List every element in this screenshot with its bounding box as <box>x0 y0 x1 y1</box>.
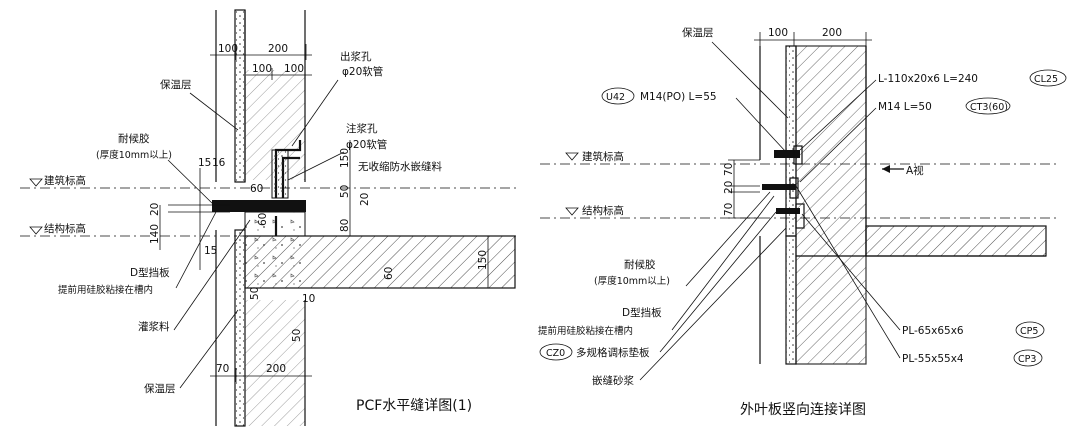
angle1-tag: CL25 <box>1034 74 1058 85</box>
dim-50c: 50 <box>291 329 303 342</box>
right-top-dimensions: 100 200 <box>754 27 872 46</box>
right-d-plate-note: 提前用硅胶粘接在槽内 <box>538 325 633 337</box>
non-shrink-label: 无收缩防水嵌缝料 <box>358 160 442 173</box>
left-side-dimensions: 15 16 20 140 15 <box>149 157 230 270</box>
inject-hole-label: 注浆孔 <box>346 122 378 135</box>
dim-20: 20 <box>149 203 161 216</box>
plate2-tag: CP3 <box>1018 354 1036 365</box>
dim-15b: 15 <box>204 245 217 257</box>
left-annotations: 保温层 出浆孔 φ20软管 注浆孔 φ20软管 无收缩防水嵌缝料 耐候胶 (厚度… <box>58 50 442 395</box>
view-a-marker: A视 <box>882 164 924 177</box>
dim-bot-70: 70 <box>216 363 229 375</box>
left-sealant-note: (厚度10mm以上) <box>96 149 172 161</box>
left-sealant-label: 耐候胶 <box>118 132 150 145</box>
left-d-plate-note: 提前用硅胶粘接在槽内 <box>58 284 153 296</box>
left-upper-wall <box>215 9 306 183</box>
right-level-lines: 建筑标高 结构标高 <box>540 150 1060 219</box>
grout-label: 灌浆料 <box>138 320 170 333</box>
inject-hole-spec: φ20软管 <box>346 138 387 151</box>
left-insulation-bottom-label: 保温层 <box>144 382 176 395</box>
dim-top-100: 100 <box>218 43 238 55</box>
dim-60b: 60 <box>257 213 269 226</box>
right-sealant-label: 耐候胶 <box>624 258 656 271</box>
right-insulation-label: 保温层 <box>682 26 714 39</box>
left-grout-joint <box>212 140 306 237</box>
bolt1-label: M14(PO) L=55 <box>640 91 717 103</box>
shim-tag: CZ0 <box>546 348 565 359</box>
right-detail: 100 200 <box>538 26 1067 418</box>
left-lower-wall <box>215 229 306 427</box>
bolt2-label: M14 L=50 <box>878 101 932 113</box>
right-d-plate-label: D型挡板 <box>622 306 662 319</box>
right-sealant-note: (厚度10mm以上) <box>594 275 670 287</box>
plate1-label: PL-65x65x6 <box>902 325 964 337</box>
dim-15a: 15 <box>198 157 211 169</box>
angle1-label: L-110x20x6 L=240 <box>878 73 978 85</box>
right-dim-70b: 70 <box>723 203 735 216</box>
dim-60a: 60 <box>250 183 263 195</box>
right-struct-level-label: 结构标高 <box>582 204 624 217</box>
left-detail: 100 200 100 100 <box>20 9 520 427</box>
left-title: PCF水平缝详图(1) <box>356 398 472 414</box>
right-dim-top-200: 200 <box>822 27 842 39</box>
left-arch-level-label: 建筑标高 <box>44 174 86 187</box>
plate1-tag: CP5 <box>1020 326 1038 337</box>
grout-hole-spec: φ20软管 <box>342 65 383 78</box>
bolt1-tag: U42 <box>606 92 625 103</box>
dim-10: 10 <box>302 293 315 305</box>
left-bottom-dimensions: 70 200 <box>210 363 312 382</box>
dim-50b: 50 <box>249 287 261 300</box>
right-dim-20: 20 <box>723 181 735 194</box>
dim-bot-200: 200 <box>266 363 286 375</box>
dim-top-200: 200 <box>268 43 288 55</box>
dim-16: 16 <box>212 157 226 169</box>
view-a-label: A视 <box>906 164 924 177</box>
right-wall-lower <box>759 235 867 365</box>
left-level-lines: 建筑标高 结构标高 <box>20 174 520 237</box>
left-d-plate-label: D型挡板 <box>130 266 170 279</box>
right-dim-70a: 70 <box>723 163 735 176</box>
right-arch-level-label: 建筑标高 <box>582 150 624 163</box>
right-dim-top-100: 100 <box>768 27 788 39</box>
left-struct-level-label: 结构标高 <box>44 222 86 235</box>
left-right-dimensions: 150 50 20 80 60 60 150 60 50 10 50 <box>249 140 489 342</box>
shim-label: 多规格调标垫板 <box>576 346 650 359</box>
left-insulation-top-label: 保温层 <box>160 78 192 91</box>
bolt2-tag: CT3(60) <box>970 102 1008 113</box>
right-side-dimensions: 70 20 70 <box>723 159 760 219</box>
dim-20b: 20 <box>359 193 371 206</box>
mortar-label: 嵌缝砂浆 <box>592 374 634 387</box>
dim-60c: 60 <box>383 267 395 280</box>
right-annotations: 保温层 U42 M14(PO) L=55 L-110x20x6 L=240 CL… <box>538 26 1067 387</box>
right-title: 外叶板竖向连接详图 <box>740 401 866 418</box>
dim-80: 80 <box>339 219 351 232</box>
dim-50a: 50 <box>339 185 351 198</box>
grout-hole-label: 出浆孔 <box>340 50 372 63</box>
plate2-label: PL-55x55x4 <box>902 353 964 365</box>
dim-140: 140 <box>149 224 161 244</box>
left-floor-slab <box>244 235 516 289</box>
right-floor-slab <box>865 225 1047 257</box>
dim-150b: 150 <box>477 250 489 270</box>
